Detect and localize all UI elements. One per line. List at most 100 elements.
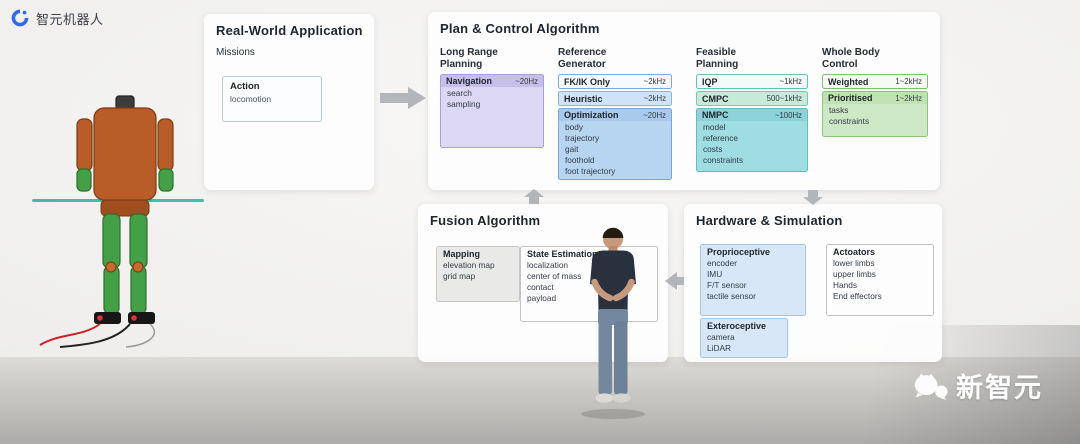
- reference-generator-heading: Reference Generator: [558, 47, 607, 70]
- box-frequency: 1~2kHz: [895, 93, 922, 103]
- weighted-box: Weighted 1~2kHz: [822, 74, 928, 89]
- box-item: tasks: [829, 105, 849, 115]
- box-title: Mapping: [443, 249, 480, 259]
- presenter-leg: [614, 321, 628, 395]
- presenter-shadow: [581, 409, 645, 419]
- real-world-application-card: Real-World Application Missions Action l…: [204, 14, 374, 190]
- fusion-card-title: Fusion Algorithm: [430, 213, 541, 228]
- box-item: payload: [527, 292, 557, 303]
- box-frequency: 1~2kHz: [895, 77, 922, 86]
- box-frequency: ~20Hz: [515, 76, 538, 86]
- arrow-down-plan-to-hardware: [803, 190, 823, 205]
- box-item: camera: [707, 332, 735, 342]
- robot-legs: [102, 213, 148, 315]
- box-title: FK/IK Only: [564, 76, 611, 87]
- box-title: Optimization: [564, 110, 619, 120]
- exteroceptive-box: Exteroceptive camera LiDAR: [700, 318, 788, 358]
- presenter-shoe: [612, 393, 631, 403]
- box-item: body: [565, 122, 583, 132]
- prioritised-box-header: Prioritised 1~2kHz: [823, 92, 927, 104]
- box-item: center of mass: [527, 270, 582, 281]
- box-item: constraints: [829, 115, 870, 126]
- hardware-simulation-card: Hardware & Simulation Proprioceptive enc…: [684, 204, 942, 362]
- robot-foot-marker: [97, 315, 103, 321]
- box-item: localization: [527, 260, 569, 270]
- box-frequency: ~1kHz: [779, 77, 802, 86]
- robot-foot-marker: [131, 315, 137, 321]
- optimization-box: Optimization ~20Hz body trajectory gait …: [558, 108, 672, 180]
- cmpc-box: CMPC 500~1kHz: [696, 91, 808, 106]
- box-item: encoder: [707, 258, 737, 268]
- actuators-box: Actoators lower limbs upper limbs Hands …: [826, 244, 934, 316]
- presenter-shoe: [595, 393, 614, 403]
- box-items: encoder IMU F/T sensor tactile sensor: [701, 257, 805, 305]
- action-box: Action locomotion: [222, 76, 322, 122]
- proprioceptive-box: Proprioceptive encoder IMU F/T sensor ta…: [700, 244, 806, 316]
- presenter-hair: [602, 227, 624, 238]
- presenter-neck: [608, 246, 618, 253]
- robot-forearms: [76, 168, 174, 192]
- box-title: Heuristic: [564, 93, 603, 104]
- nmpc-box-header: NMPC ~100Hz: [697, 109, 807, 121]
- box-items: localization center of mass contact payl…: [521, 259, 657, 307]
- box-items: lower limbs upper limbs Hands End effect…: [827, 257, 933, 305]
- mapping-box: Mapping elevation map grid map: [436, 246, 520, 302]
- navigation-box: Navigation ~20Hz search sampling: [440, 74, 544, 148]
- box-item: elevation map: [443, 260, 495, 270]
- robot-cable: [39, 323, 101, 346]
- box-items: tasks constraints: [823, 104, 927, 130]
- box-item: LiDAR: [707, 342, 731, 353]
- box-items: camera LiDAR: [701, 331, 787, 357]
- box-item: F/T sensor: [707, 279, 747, 290]
- box-items: search sampling: [441, 87, 543, 113]
- box-item: upper limbs: [833, 268, 876, 279]
- whole-body-control-heading: Whole Body Control: [822, 47, 880, 70]
- box-item: lower limbs: [833, 258, 875, 268]
- brand: 智元机器人: [10, 8, 104, 28]
- box-title: Exteroceptive: [707, 321, 767, 331]
- iqp-box: IQP ~1kHz: [696, 74, 808, 89]
- box-items: elevation map grid map: [437, 259, 519, 285]
- presenter: [581, 227, 645, 419]
- box-item: IMU: [707, 268, 723, 279]
- box-frequency: ~2kHz: [643, 77, 666, 86]
- arrow-right-real-to-plan: [380, 87, 426, 109]
- arrow-up-fusion-to-plan: [524, 189, 544, 204]
- box-frequency: 500~1kHz: [766, 94, 802, 103]
- box-item: reference: [703, 132, 739, 143]
- box-item: sampling: [447, 98, 481, 109]
- box-item: constraints: [703, 154, 744, 165]
- presenter-arm: [612, 278, 635, 302]
- plan-control-card: Plan & Control Algorithm Long Range Plan…: [428, 12, 940, 190]
- box-item: model: [703, 122, 726, 132]
- box-frequency: ~20Hz: [643, 110, 666, 120]
- brand-name: 智元机器人: [36, 11, 104, 27]
- box-item: costs: [703, 143, 723, 154]
- box-items: body trajectory gait foothold foot traje…: [559, 121, 671, 179]
- missions-label: Missions: [216, 47, 255, 58]
- robot-cable: [125, 323, 156, 348]
- plan-control-card-title: Plan & Control Algorithm: [440, 21, 600, 36]
- box-item: contact: [527, 281, 554, 292]
- box-item: grid map: [443, 270, 476, 281]
- box-frequency: ~2kHz: [643, 94, 666, 103]
- box-item: foot trajectory: [565, 165, 616, 176]
- optimization-box-header: Optimization ~20Hz: [559, 109, 671, 121]
- brand-logo-icon: [11, 9, 29, 27]
- prioritised-box: Prioritised 1~2kHz tasks constraints: [822, 91, 928, 137]
- action-item: locomotion: [230, 94, 272, 104]
- box-title: Navigation: [446, 76, 493, 86]
- hardware-card-title: Hardware & Simulation: [696, 213, 843, 228]
- navigation-box-header: Navigation ~20Hz: [441, 75, 543, 87]
- stage-floor: [0, 357, 1080, 444]
- fkik-only-box: FK/IK Only ~2kHz: [558, 74, 672, 89]
- nmpc-box: NMPC ~100Hz model reference costs constr…: [696, 108, 808, 172]
- watermark: 新智元: [912, 366, 1043, 405]
- robot-render: [32, 95, 204, 348]
- presenter-leg: [598, 321, 612, 395]
- action-title: Action: [230, 81, 260, 92]
- box-title: Weighted: [828, 76, 869, 87]
- robot-pelvis: [100, 199, 150, 217]
- robot-foot: [94, 312, 121, 324]
- watermark-logo-icon: [914, 373, 948, 400]
